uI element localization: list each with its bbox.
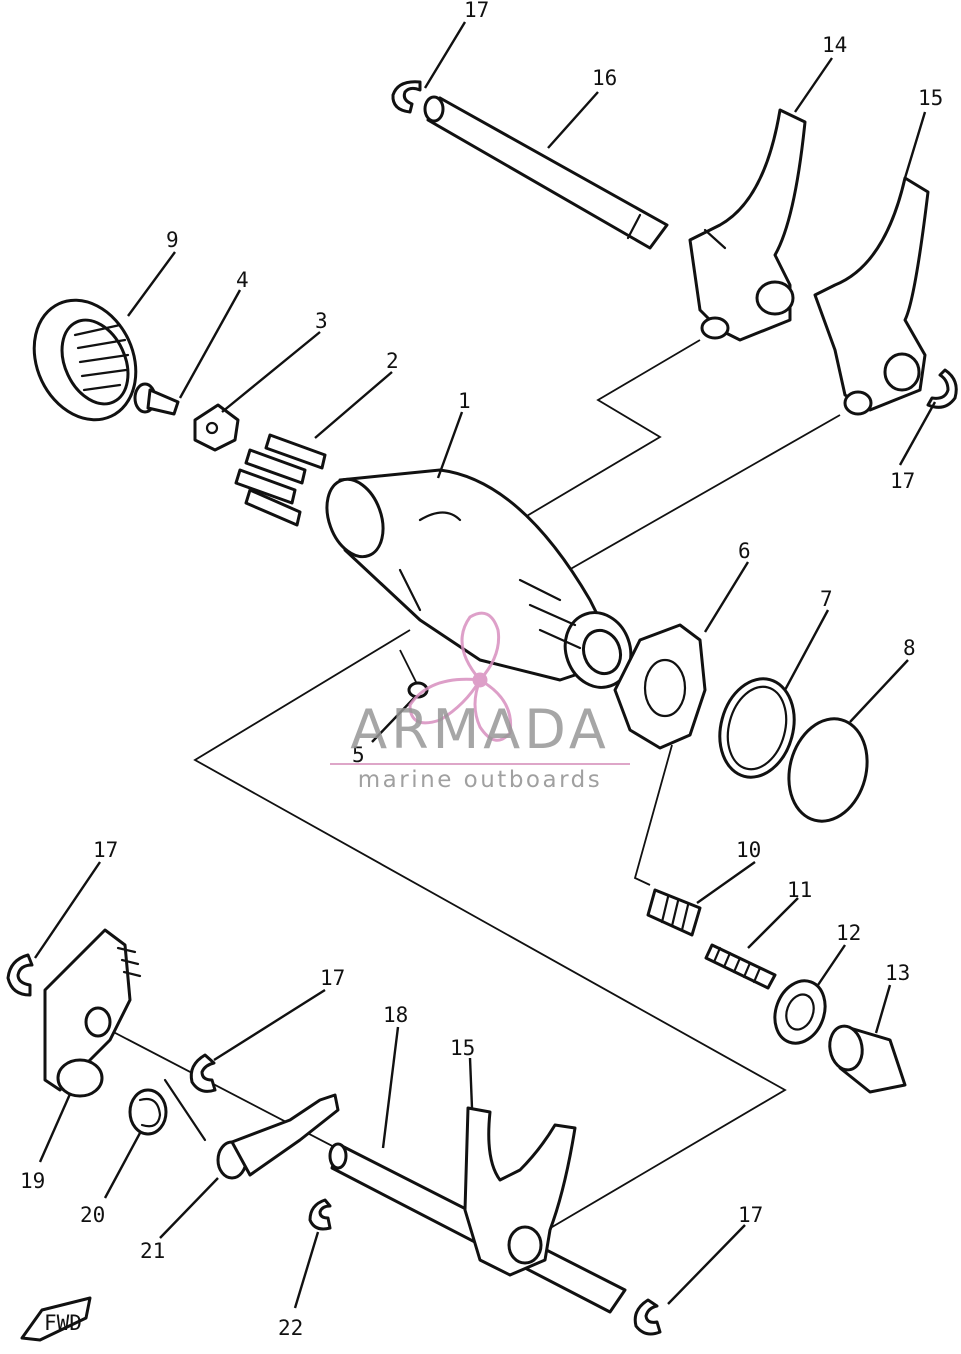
callout-17-left: 17 xyxy=(93,838,118,862)
callout-20: 20 xyxy=(80,1203,105,1227)
callout-15-lower: 15 xyxy=(450,1036,475,1060)
fwd-label: FWD xyxy=(44,1311,82,1335)
watermark-tagline: marine outboards xyxy=(357,767,603,793)
callout-21: 21 xyxy=(140,1239,165,1263)
watermark-divider xyxy=(330,763,630,765)
part-17-circlip-e xyxy=(633,1298,662,1336)
part-17-circlip-c xyxy=(6,953,34,997)
watermark-brand: ARMADA xyxy=(350,698,610,761)
part-7-circlip-ring xyxy=(718,677,796,779)
callout-8: 8 xyxy=(903,636,916,660)
part-16-guide-bar xyxy=(423,95,669,250)
part-17-circlip-d xyxy=(189,1053,217,1093)
part-12-washer xyxy=(773,979,827,1045)
assembly-guide-middle xyxy=(559,414,841,576)
part-11-spring xyxy=(704,943,777,990)
assembly-guide-lower xyxy=(193,629,787,1241)
part-9-bearing xyxy=(32,298,138,422)
callout-5: 5 xyxy=(352,743,365,767)
callout-1: 1 xyxy=(458,389,471,413)
part-4-screw xyxy=(133,382,180,416)
callout-19: 19 xyxy=(20,1169,45,1193)
part-19-shift-arm xyxy=(43,928,142,1098)
part-10-stopper xyxy=(646,888,702,937)
fwd-direction-arrow: FWD xyxy=(20,1296,92,1342)
callout-6: 6 xyxy=(738,539,751,563)
callout-18: 18 xyxy=(383,1003,408,1027)
callout-22: 22 xyxy=(278,1316,303,1340)
callout-17-mid: 17 xyxy=(320,966,345,990)
assembly-guide-upper xyxy=(519,339,701,521)
callout-2: 2 xyxy=(386,349,399,373)
assembly-guide-stopper xyxy=(633,744,673,886)
callout-17-top: 17 xyxy=(464,0,489,22)
part-1-shift-drum xyxy=(325,468,633,689)
part-17-circlip-a xyxy=(391,80,422,114)
callout-7: 7 xyxy=(820,587,833,611)
callout-17-bottom: 17 xyxy=(738,1203,763,1227)
callout-9: 9 xyxy=(166,228,179,252)
part-2-pins xyxy=(234,433,327,527)
part-21-pawl-arm xyxy=(216,1093,340,1180)
callout-3: 3 xyxy=(315,309,328,333)
part-15-shift-fork-lower xyxy=(463,1106,577,1277)
callout-14: 14 xyxy=(822,33,847,57)
callout-4: 4 xyxy=(236,268,249,292)
part-3-segment xyxy=(193,403,240,452)
callout-12: 12 xyxy=(836,921,861,945)
part-17-circlip-b xyxy=(926,368,958,409)
callout-17-right: 17 xyxy=(890,469,915,493)
part-14-shift-fork xyxy=(688,108,807,342)
callout-13: 13 xyxy=(885,961,910,985)
part-22-clip xyxy=(308,1198,332,1231)
callout-11: 11 xyxy=(787,878,812,902)
part-8-cap xyxy=(787,717,869,823)
armada-logo-icon xyxy=(408,611,513,742)
callout-15-upper: 15 xyxy=(918,86,943,110)
leader-lines xyxy=(34,21,937,1309)
part-6-stopper-plate xyxy=(613,623,707,750)
callout-labels: 17 16 14 15 9 4 3 2 1 6 7 8 5 10 11 12 1… xyxy=(20,0,943,1340)
part-15-shift-fork-upper xyxy=(813,176,930,416)
part-20-torsion-spring xyxy=(128,1078,207,1142)
part-13-plug xyxy=(828,1024,907,1094)
callout-16: 16 xyxy=(592,66,617,90)
callout-10: 10 xyxy=(736,838,761,862)
